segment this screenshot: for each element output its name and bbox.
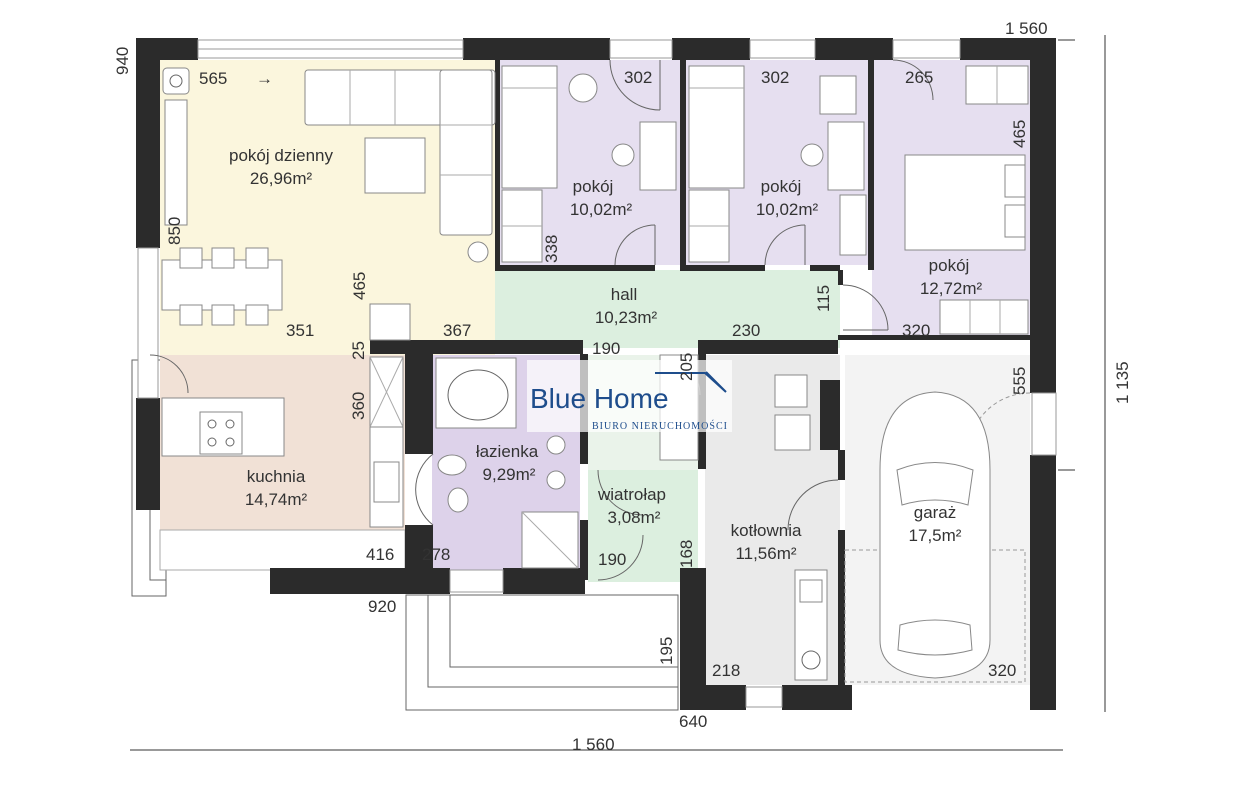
dim-115: 115: [814, 285, 833, 312]
dim-302-b: 302: [761, 68, 789, 87]
dim-320-a: 320: [902, 321, 930, 340]
room3-furniture: [904, 65, 1029, 335]
room2-name: pokój: [761, 177, 802, 196]
dim-25: 25: [349, 341, 368, 360]
windows: [137, 39, 1057, 708]
boiler-room-name: kotłownia: [731, 521, 802, 540]
kitchen-floor-lower: [159, 529, 406, 571]
garage-name: garaż: [914, 503, 957, 522]
dim-230: 230: [732, 321, 760, 340]
dimension-labels: 1 560 1 560 1 135 940 565 → 302 302 265 …: [113, 19, 1132, 754]
kitchen-area-label: 14,74m²: [245, 490, 308, 509]
garage-car: [844, 391, 1026, 683]
dim-302-a: 302: [624, 68, 652, 87]
dim-arrow: →: [256, 69, 273, 88]
hall-area-label: 10,23m²: [595, 308, 658, 327]
dim-850: 850: [165, 217, 184, 245]
dim-right-total: 1 135: [1113, 361, 1132, 404]
room1-furniture: [501, 65, 677, 263]
dim-168: 168: [677, 540, 696, 568]
dim-top-total: 1 560: [1005, 19, 1048, 38]
dim-465-left: 465: [350, 272, 369, 300]
living-room-area-label: 26,96m²: [250, 169, 313, 188]
logo-subtitle-text: BIURO NIERUCHOMOŚCI: [592, 420, 728, 432]
dim-416: 416: [366, 545, 394, 564]
kitchen-name: kuchnia: [247, 467, 306, 486]
dim-367: 367: [443, 321, 471, 340]
walls: [136, 38, 1056, 710]
room2-furniture: [688, 65, 867, 263]
vestibule-area: [588, 470, 698, 582]
vestibule-area-label: 3,08m²: [608, 508, 661, 527]
room3-area-label: 12,72m²: [920, 279, 983, 298]
dim-278: 278: [422, 545, 450, 564]
vestibule-name: wiatrołap: [597, 485, 666, 504]
kitchen-furniture: [161, 356, 404, 528]
bathroom-name: łazienka: [476, 442, 539, 461]
boiler-room-area-label: 11,56m²: [735, 544, 796, 563]
dim-190-b: 190: [598, 550, 626, 569]
hall-area: [495, 270, 840, 348]
dim-555: 555: [1010, 367, 1029, 395]
room3-name: pokój: [929, 256, 970, 275]
dim-565: 565: [199, 69, 227, 88]
garage-area-label: 17,5m²: [909, 526, 962, 545]
dim-360: 360: [349, 392, 368, 420]
room1-area-label: 10,02m²: [570, 200, 633, 219]
dim-920: 920: [368, 597, 396, 616]
dim-218: 218: [712, 661, 740, 680]
hall-name: hall: [611, 285, 637, 304]
dim-195: 195: [657, 637, 676, 665]
dim-640: 640: [679, 712, 707, 731]
dim-338: 338: [542, 235, 561, 263]
dim-265: 265: [905, 68, 933, 87]
dim-351: 351: [286, 321, 314, 340]
dim-190-a: 190: [592, 339, 620, 358]
room2-area-label: 10,02m²: [756, 200, 819, 219]
bathroom-fixtures: [435, 357, 579, 569]
dimension-lines: [130, 35, 1106, 751]
dim-320-b: 320: [988, 661, 1016, 680]
room-labels: pokój dzienny 26,96m² kuchnia 14,74m² po…: [229, 146, 982, 563]
brand-logo: Blue Home BIURO NIERUCHOMOŚCI: [527, 360, 732, 432]
dim-465-right: 465: [1010, 120, 1029, 148]
room1-name: pokój: [573, 177, 614, 196]
dim-bottom-total: 1 560: [572, 735, 615, 754]
dim-top-left: 940: [113, 47, 132, 75]
dim-205: 205: [677, 353, 696, 381]
living-room-name: pokój dzienny: [229, 146, 333, 165]
living-room-furniture: [161, 67, 496, 341]
bathroom-area-label: 9,29m²: [483, 465, 536, 484]
logo-brand-text: Blue Home: [530, 383, 669, 414]
